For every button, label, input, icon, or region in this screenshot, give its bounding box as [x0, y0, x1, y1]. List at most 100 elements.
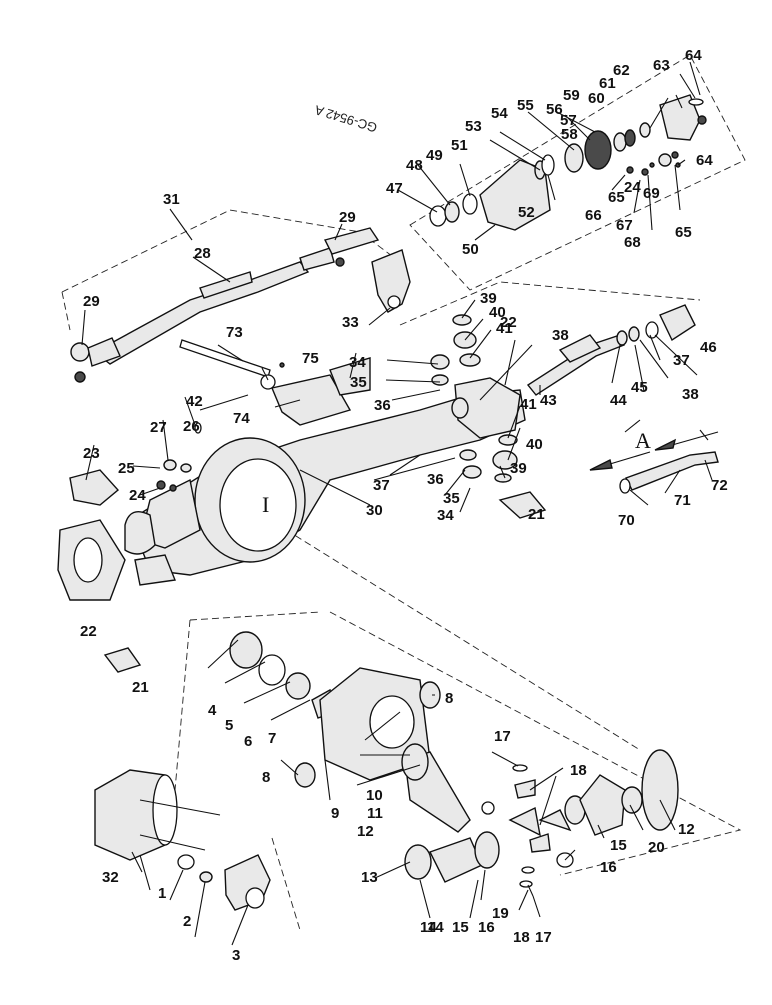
part-number-label: 44 — [610, 392, 627, 409]
part-number-label: 7 — [268, 730, 276, 747]
part-number-label: 41 — [520, 396, 537, 413]
part-number-label: 38 — [552, 327, 569, 344]
part-number-label: 39 — [510, 460, 527, 477]
part-number-label: 48 — [406, 157, 423, 174]
steering-knuckle — [57, 469, 547, 673]
part-number-label: 62 — [613, 62, 630, 79]
part-number-label: 75 — [302, 350, 319, 367]
part-number-label: 45 — [631, 379, 648, 396]
part-number-label: 22 — [500, 314, 517, 331]
part-number-label: 61 — [599, 75, 616, 92]
part-number-label: 68 — [624, 234, 641, 251]
part-number-label: 43 — [540, 392, 557, 409]
part-number-label: 60 — [588, 90, 605, 107]
part-number-label: 24 — [129, 487, 146, 504]
axle-housing — [124, 377, 526, 586]
part-number-label: 35 — [443, 490, 460, 507]
part-number-label: 52 — [518, 204, 535, 221]
part-number-label: 29 — [339, 209, 356, 226]
part-number-label: 41 — [496, 320, 513, 337]
part-number-label: 56 — [546, 101, 563, 118]
part-number-label: 38 — [682, 386, 699, 403]
part-number-label: 49 — [426, 147, 443, 164]
part-number-label: 55 — [517, 97, 534, 114]
part-number-label: 66 — [585, 207, 602, 224]
part-number-label: 59 — [563, 87, 580, 104]
part-number-label: 31 — [163, 191, 180, 208]
part-number-label: 2 — [183, 913, 191, 930]
leader-lines — [81, 61, 713, 946]
part-number-label: 40 — [526, 436, 543, 453]
part-number-label: 34 — [437, 507, 454, 524]
part-number-label: 65 — [608, 189, 625, 206]
part-number-label: 20 — [648, 839, 665, 856]
part-number-label: 5 — [225, 717, 233, 734]
part-number-label: 12 — [678, 821, 695, 838]
part-number-label: 13 — [361, 869, 378, 886]
part-number-label: 3 — [232, 947, 240, 964]
part-number-label: 27 — [150, 419, 167, 436]
part-number-label: 64 — [696, 152, 713, 169]
part-number-label: 16 — [600, 859, 617, 876]
part-number-label: 28 — [194, 245, 211, 262]
drive-flange-parts — [94, 769, 271, 911]
part-number-label: 12 — [357, 823, 374, 840]
part-number-label: 30 — [366, 502, 383, 519]
axle-shaft — [451, 304, 719, 494]
part-number-label: 34 — [349, 354, 366, 371]
part-number-label: 11 — [367, 805, 383, 822]
part-number-label: 74 — [233, 410, 250, 427]
part-number-label: 9 — [331, 805, 339, 822]
part-number-label: 65 — [675, 224, 692, 241]
kingpin-parts — [156, 314, 518, 492]
part-number-label: 73 — [226, 324, 243, 341]
section-letter: A — [635, 428, 651, 453]
part-number-label: 46 — [700, 339, 717, 356]
part-number-label: 1 — [158, 885, 166, 902]
part-number-label: 8 — [445, 690, 453, 707]
steering-arm — [371, 249, 411, 313]
part-number-label: 50 — [462, 241, 479, 258]
part-number-label: 14 — [427, 919, 444, 936]
part-number-label: 25 — [118, 460, 135, 477]
part-number-label: 23 — [83, 445, 100, 462]
part-number-label: 57 — [560, 112, 577, 129]
section-a-marker — [589, 419, 719, 471]
part-number-label: 36 — [427, 471, 444, 488]
part-number-label: 51 — [451, 137, 468, 154]
part-number-label: 24 — [624, 179, 641, 196]
detail-mark: I — [262, 492, 269, 517]
part-number-label: 21 — [132, 679, 149, 696]
part-number-label: 17 — [494, 728, 511, 745]
part-number-label: 35 — [350, 374, 367, 391]
part-number-label: 63 — [653, 57, 670, 74]
part-number-label: 6 — [244, 733, 252, 750]
part-number-label: 29 — [83, 293, 100, 310]
tie-rod-assembly — [70, 227, 380, 383]
part-number-label: 18 — [570, 762, 587, 779]
part-number-label: 69 — [643, 185, 660, 202]
part-number-label: 47 — [386, 180, 403, 197]
part-number-label: 8 — [262, 769, 270, 786]
part-number-label: 21 — [528, 506, 545, 523]
part-number-label: 37 — [373, 477, 390, 494]
part-number-label: 10 — [366, 787, 383, 804]
part-number-label: 22 — [80, 623, 97, 640]
wheel-hub — [429, 94, 707, 231]
part-number-label: 53 — [465, 118, 482, 135]
part-number-label: 72 — [711, 477, 728, 494]
bracket-assembly — [179, 339, 371, 426]
drawing-code: GC-9542 A — [313, 102, 379, 135]
part-number-label: 19 — [492, 905, 509, 922]
part-number-label: 71 — [674, 492, 691, 509]
part-number-label: 67 — [616, 217, 633, 234]
part-number-label: 64 — [685, 47, 702, 64]
part-number-label: 39 — [480, 290, 497, 307]
part-number-label: 26 — [183, 418, 200, 435]
part-number-label: 14 — [420, 919, 437, 936]
part-number-label: 42 — [186, 393, 203, 410]
part-number-label: 54 — [491, 105, 508, 122]
